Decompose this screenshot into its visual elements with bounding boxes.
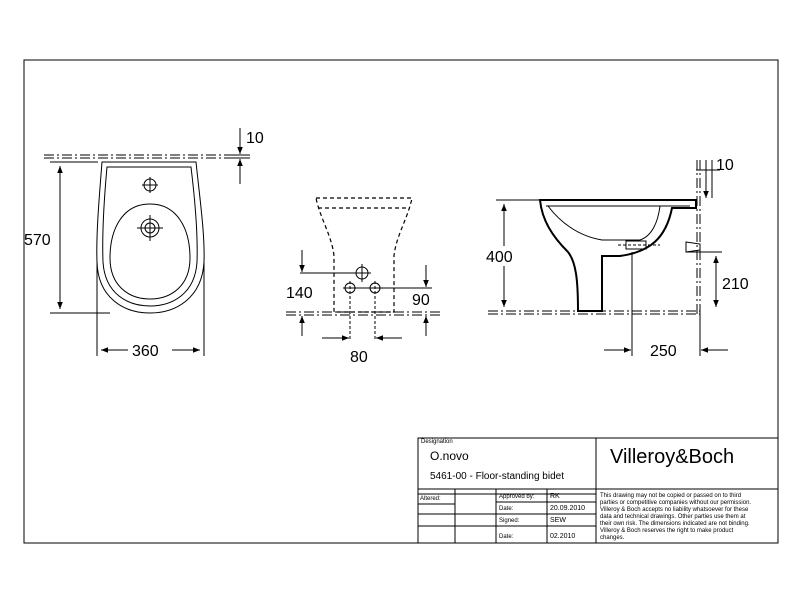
signed-label: Signed: <box>499 518 520 524</box>
brand-logo-text: Villeroy&Boch <box>610 446 734 468</box>
drawing-frame <box>23 59 779 544</box>
approved-by-label: Approved by: <box>499 494 535 500</box>
dim-570: 570 <box>24 232 51 249</box>
dim-80: 80 <box>350 349 368 366</box>
dim-250: 250 <box>650 343 677 360</box>
dim-210: 210 <box>722 276 749 293</box>
svg-text:Villeroy & Boch accepts no lia: Villeroy & Boch accepts no liability wha… <box>600 507 749 513</box>
dim-10-top: 10 <box>246 130 264 147</box>
dim-10-side: 10 <box>716 157 734 174</box>
bidet-front-hidden-outline <box>315 197 413 313</box>
top-view: 570 360 10 <box>24 128 264 360</box>
title-block: Designation O.novo 5461-00 - Floor-stand… <box>417 437 779 544</box>
signed-value: SEW <box>550 517 566 524</box>
svg-text:data and technical drawings. O: data and technical drawings. Other parti… <box>600 514 746 520</box>
date-label-1: Date: <box>499 506 514 512</box>
side-view: 400 10 210 250 <box>484 157 749 360</box>
dim-140: 140 <box>286 285 313 302</box>
dim-400: 400 <box>486 249 513 266</box>
front-view: 140 90 80 <box>286 197 442 366</box>
dim-90: 90 <box>412 292 430 309</box>
svg-text:Villeroy & Boch reserves the r: Villeroy & Boch reserves the right to ma… <box>600 528 734 534</box>
svg-text:parties or competitive compani: parties or competitive companies without… <box>600 500 751 506</box>
bidet-side-profile <box>538 199 697 312</box>
bowl-outline <box>109 203 191 300</box>
designation-label: Designation <box>421 439 453 445</box>
wall-connection <box>685 241 701 253</box>
svg-text:changes.: changes. <box>600 535 625 541</box>
svg-text:This drawing may not be copied: This drawing may not be copied or passed… <box>600 493 741 499</box>
altered-label: Altered: <box>420 496 441 502</box>
date-value-1: 20.09.2010 <box>550 505 585 512</box>
bowl-inner-profile <box>547 205 661 241</box>
svg-text:their own risk. The dimensions: their own risk. The dimensions indicated… <box>600 521 750 527</box>
product-name: O.novo <box>430 449 469 463</box>
approved-by-value: RK <box>550 493 560 500</box>
dim-360: 360 <box>132 343 159 360</box>
disclaimer-text: This drawing may not be copied or passed… <box>600 493 751 541</box>
bidet-top-outline <box>96 161 205 314</box>
product-code: 5461-00 - Floor-standing bidet <box>430 471 564 482</box>
date-value-2: 02.2010 <box>550 533 575 540</box>
date-label-2: Date: <box>499 534 514 540</box>
